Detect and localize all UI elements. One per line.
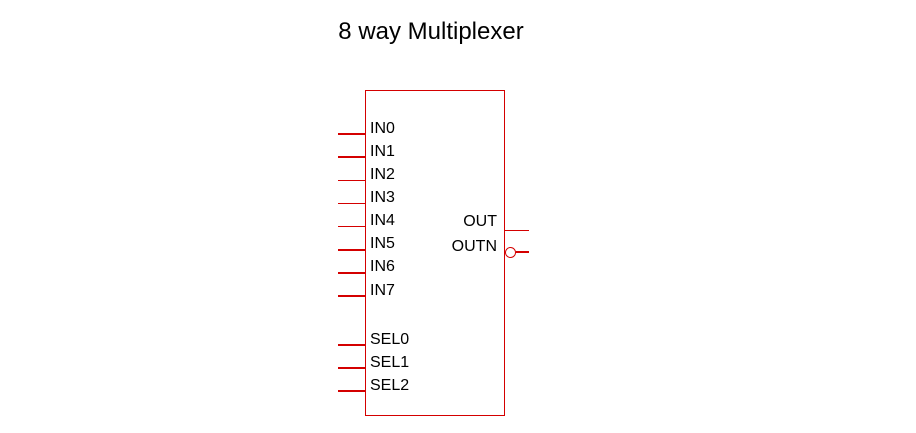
pin-label-in1: IN1: [370, 142, 395, 160]
pin-line-sel0[interactable]: [338, 344, 365, 346]
pin-label-sel1: SEL1: [370, 353, 410, 371]
pin-label-in6: IN6: [370, 258, 395, 276]
pin-line-out[interactable]: [505, 229, 529, 232]
pin-label-in3: IN3: [370, 188, 395, 206]
pin-line-in1[interactable]: [338, 156, 365, 158]
pin-line-sel1[interactable]: [338, 367, 365, 369]
pin-line-in0[interactable]: [338, 133, 365, 135]
pin-label-out: OUT: [463, 213, 497, 230]
pin-label-in4: IN4: [370, 212, 395, 230]
pin-label-in0: IN0: [370, 119, 395, 137]
pin-label-in2: IN2: [370, 165, 395, 183]
pin-line-in6[interactable]: [338, 272, 365, 274]
pin-line-in7[interactable]: [338, 295, 365, 297]
pin-line-outn[interactable]: [515, 251, 529, 253]
pin-label-in7: IN7: [370, 281, 395, 299]
inverter-bubble-icon: [504, 246, 516, 258]
pin-label-in5: IN5: [370, 235, 395, 253]
pin-line-in4[interactable]: [338, 225, 365, 228]
pin-line-in2[interactable]: [338, 179, 365, 182]
pin-line-in3[interactable]: [338, 202, 365, 205]
pin-label-sel2: SEL2: [370, 376, 410, 394]
pin-line-sel2[interactable]: [338, 390, 365, 392]
schematic-title: 8 way Multiplexer: [338, 18, 524, 45]
pin-line-in5[interactable]: [338, 249, 365, 251]
pin-label-sel0: SEL0: [370, 330, 410, 348]
pin-label-outn: OUTN: [451, 238, 497, 255]
